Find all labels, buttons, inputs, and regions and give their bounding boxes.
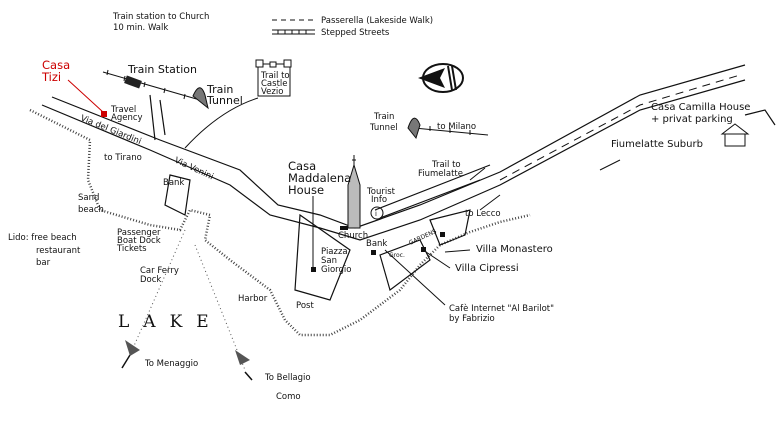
car-ferry-label: Car Ferry bbox=[140, 266, 179, 276]
trail-castle-label: Castle bbox=[261, 79, 288, 89]
cafe-internet-label: Cafè Internet "Al Barilot" bbox=[449, 303, 554, 314]
train-tunnel-icon bbox=[407, 117, 421, 140]
lido-label: restaurant bbox=[36, 246, 81, 256]
church-label: Church bbox=[338, 231, 368, 241]
passenger-dock-label: Passenger bbox=[117, 228, 161, 238]
info-symbol: i bbox=[375, 210, 377, 218]
piazza-label: San bbox=[321, 256, 337, 266]
roads bbox=[41, 64, 776, 301]
passenger-dock-label: Boat Dock bbox=[117, 236, 161, 246]
tourist-info-label: Info bbox=[371, 195, 387, 205]
walk-note: Train station to Church bbox=[112, 12, 209, 22]
casa-tizi-label: Tizi bbox=[41, 70, 61, 84]
building-markers bbox=[311, 226, 445, 272]
casa-tizi-marker bbox=[101, 111, 107, 117]
post-label: Post bbox=[296, 301, 314, 311]
walk-note: 10 min. Walk bbox=[113, 23, 168, 33]
church-icon bbox=[347, 155, 361, 229]
sand-beach-label: Sand bbox=[78, 193, 99, 203]
to-bellagio-label: To Bellagio bbox=[264, 373, 311, 383]
train-tunnel-label: Train bbox=[373, 112, 394, 122]
lido-label: Lido: free beach bbox=[8, 233, 77, 243]
to-tirano-label: to Tirano bbox=[104, 153, 142, 163]
sand-beach-label: beach bbox=[78, 205, 104, 215]
shoreline bbox=[29, 108, 531, 337]
trail-fiumelatte-label: Fiumelatte bbox=[418, 169, 463, 179]
piazza-label: Giorgio bbox=[321, 265, 351, 275]
tourist-info-label: Tourist bbox=[366, 187, 396, 197]
travel-agency-label: Travel bbox=[110, 105, 136, 115]
casa-maddalena-label: Casa bbox=[288, 159, 316, 173]
train-station-label: Train Station bbox=[127, 63, 197, 76]
railway bbox=[102, 69, 489, 136]
bank-label: Bank bbox=[163, 178, 184, 188]
trail-castle-label: Trail to bbox=[260, 71, 290, 81]
villa-monastero-label: Villa Monastero bbox=[476, 244, 553, 255]
legend-passerella: Passerella (Lakeside Walk) bbox=[321, 16, 433, 26]
trail-castle-label: Vezio bbox=[261, 87, 283, 97]
fiumelatte-suburb-label: Fiumelatte Suburb bbox=[611, 139, 703, 150]
casa-maddalena-label: House bbox=[288, 183, 324, 197]
car-ferry-label: Dock bbox=[140, 275, 161, 285]
cafe-internet-label: by Fabrizio bbox=[449, 314, 495, 324]
train-tunnel-icon bbox=[192, 87, 209, 110]
villa-cipressi-label: Villa Cipressi bbox=[455, 263, 519, 274]
lake-label: LAKE bbox=[118, 312, 223, 332]
grocery-label: Groc. bbox=[389, 252, 405, 259]
travel-agency-label: Agency bbox=[111, 113, 143, 123]
lido-label: bar bbox=[36, 258, 51, 268]
to-lecco-label: to Lecco bbox=[465, 209, 501, 219]
como-label: Como bbox=[276, 392, 301, 402]
legend-symbols bbox=[272, 19, 315, 35]
piazza-label: Piazza bbox=[321, 247, 348, 257]
bank-label: Bank bbox=[366, 239, 387, 249]
casa-camilla-label: + privat parking bbox=[651, 114, 733, 125]
train-tunnel-label: Tunnel bbox=[206, 94, 243, 107]
train-icon bbox=[124, 75, 142, 89]
harbor-label: Harbor bbox=[238, 294, 268, 304]
train-tunnel-label: Tunnel bbox=[369, 123, 398, 133]
legend-stepped: Stepped Streets bbox=[321, 28, 390, 38]
info-icon bbox=[370, 206, 384, 220]
train-tunnel-label: Train bbox=[206, 83, 233, 96]
casa-camilla-label: Casa Camilla House bbox=[651, 102, 750, 113]
casa-maddalena-label: Maddalena bbox=[288, 171, 351, 185]
passenger-dock-label: Tickets bbox=[116, 244, 147, 254]
compass-north-arrow-icon bbox=[418, 63, 464, 93]
to-menaggio-label: To Menaggio bbox=[144, 359, 198, 369]
to-milano-label: to Milano bbox=[437, 122, 476, 132]
trail-fiumelatte-label: Trail to bbox=[431, 160, 461, 170]
gardens-label: GARDENS bbox=[408, 228, 438, 247]
house-icon bbox=[720, 123, 750, 147]
casa-tizi-label: Casa bbox=[42, 58, 70, 72]
